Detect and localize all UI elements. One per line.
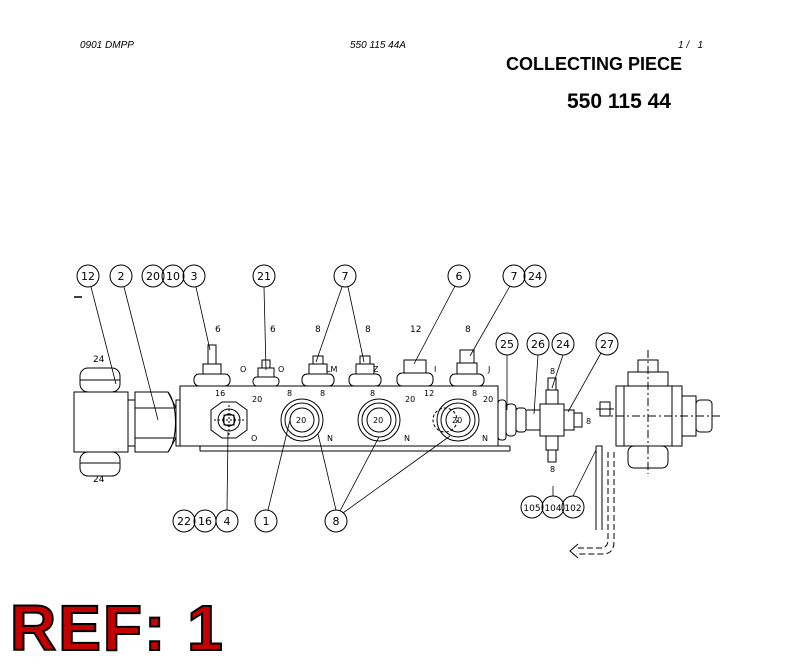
size-label: 6 bbox=[270, 325, 276, 335]
balloon-label: 1 bbox=[263, 515, 270, 528]
header-page-count: 1 / 1 bbox=[678, 40, 704, 51]
balloon-label: 7 bbox=[342, 270, 349, 283]
left-connector bbox=[73, 367, 136, 477]
port-label: I bbox=[434, 365, 436, 374]
balloon-label: 2 bbox=[118, 270, 125, 283]
balloon-label: 12 bbox=[81, 270, 95, 283]
port-label: Z bbox=[373, 365, 379, 374]
dim-label: 16 bbox=[215, 389, 225, 398]
bracket-and-pipe bbox=[569, 445, 615, 559]
balloon-label: 102 bbox=[564, 504, 581, 514]
cross-size: 8 bbox=[550, 465, 555, 474]
size-label: 12 bbox=[410, 325, 421, 335]
balloon-top-labels: 12 2 20 10 3 21 7 6 7 24 25 26 24 27 bbox=[81, 270, 614, 351]
balloon-label: 24 bbox=[556, 338, 570, 351]
balloon-label: 25 bbox=[500, 338, 514, 351]
balloon-label: 22 bbox=[177, 515, 191, 528]
port-label: J bbox=[487, 365, 490, 374]
dim-label: 12 bbox=[424, 389, 434, 398]
balloon-label: 3 bbox=[191, 270, 198, 283]
balloon-label: 6 bbox=[456, 270, 463, 283]
hex-nut-2 bbox=[134, 391, 177, 453]
size-label: 8 bbox=[365, 325, 371, 335]
cross-size: 8 bbox=[550, 367, 555, 376]
dim-label: 8 bbox=[370, 389, 375, 398]
washer-20 bbox=[175, 399, 181, 447]
dim-label: 8 bbox=[472, 389, 477, 398]
top-size-labels: 6 6 8 8 12 8 bbox=[215, 325, 471, 335]
cross-size-labels: 8 8 8 bbox=[550, 367, 591, 474]
plug-size: 20 bbox=[373, 416, 383, 425]
port-label: O bbox=[278, 365, 284, 374]
plug-1 bbox=[280, 398, 324, 442]
body-letter: N bbox=[327, 434, 333, 443]
right-dim: 20 bbox=[483, 395, 493, 404]
balloon-label: 7 bbox=[511, 270, 518, 283]
size-label: 8 bbox=[315, 325, 321, 335]
dim-label: 20 bbox=[252, 395, 262, 404]
body-letter: N bbox=[404, 434, 410, 443]
dim-label: 20 bbox=[405, 395, 415, 404]
balloon-label: 24 bbox=[528, 270, 542, 283]
balloon-bottom-labels: 22 16 4 1 8 105 104 102 bbox=[177, 504, 582, 528]
dim-label: 8 bbox=[287, 389, 292, 398]
balloon-label: 10 bbox=[166, 270, 180, 283]
balloon-label: 27 bbox=[600, 338, 614, 351]
dim-label: 8 bbox=[320, 389, 325, 398]
plug-size: 20 bbox=[296, 416, 306, 425]
balloons-bottom bbox=[172, 495, 585, 533]
balloon-label: 20 bbox=[146, 270, 160, 283]
balloon-label: 16 bbox=[198, 515, 212, 528]
balloon-label: 8 bbox=[333, 515, 340, 528]
under-row-labels: 16 20 8 8 8 20 12 8 bbox=[215, 389, 477, 404]
balloon-label: 4 bbox=[224, 515, 231, 528]
balloon-label: 26 bbox=[531, 338, 545, 351]
port-label: O bbox=[240, 365, 246, 374]
port-label: LM bbox=[326, 365, 337, 374]
ref-label: REF: 1 bbox=[9, 592, 225, 664]
cross-size: 8 bbox=[586, 417, 591, 426]
part-number: 550 115 44 bbox=[567, 90, 671, 113]
size-label: 8 bbox=[465, 325, 471, 335]
top-fittings bbox=[193, 344, 485, 387]
leader-lines bbox=[90, 285, 602, 514]
page-title: COLLECTING PIECE bbox=[506, 54, 683, 74]
header-drawing-number: 550 115 44A bbox=[350, 40, 406, 51]
body-letter: N bbox=[482, 434, 488, 443]
left-dim-top: 24 bbox=[93, 355, 105, 365]
size-label: 6 bbox=[215, 325, 221, 335]
port-letter-labels: O O LM Z I J bbox=[240, 365, 490, 374]
cross-fitting bbox=[525, 377, 583, 463]
plug-size: 20 bbox=[452, 416, 462, 425]
right-nut-stack bbox=[497, 399, 527, 441]
balloon-label: 104 bbox=[544, 504, 561, 514]
plug-3 bbox=[432, 398, 480, 442]
plug-size-labels: 20 20 20 O N N N 20 bbox=[251, 395, 493, 443]
collecting-piece-drawing: 24 24 bbox=[73, 264, 720, 559]
left-dim-bottom: 24 bbox=[93, 475, 105, 485]
balloon-label: 21 bbox=[257, 270, 271, 283]
header-doc-code: 0901 DMPP bbox=[80, 40, 134, 51]
body-fitting-4 bbox=[210, 401, 248, 439]
right-valve bbox=[600, 350, 720, 474]
body-letter: O bbox=[251, 434, 257, 443]
balloon-label: 105 bbox=[523, 504, 540, 514]
